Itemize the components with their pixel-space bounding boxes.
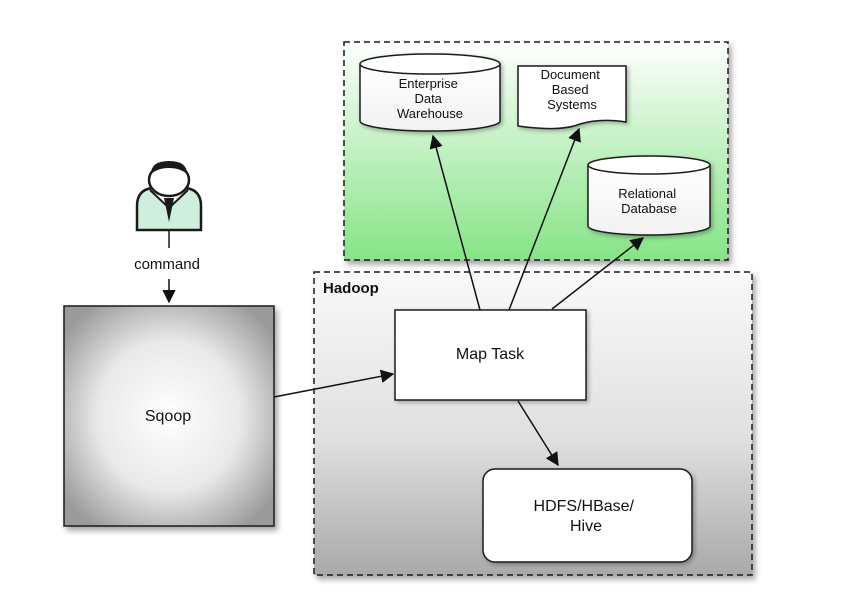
arrow-maptask-to-documents	[508, 127, 581, 311]
arrow-sqoop-to-maptask	[273, 369, 395, 398]
doc-line-1: Document	[541, 67, 601, 82]
hdfs-line-1: HDFS/HBase/	[534, 498, 635, 515]
arrow-maptask-to-rdb	[551, 237, 645, 310]
user-icon	[135, 161, 203, 232]
doc-line-2: Based	[552, 82, 589, 97]
hdfs-line-2: Hive	[570, 518, 602, 535]
rdb-line-1: Relational	[618, 186, 676, 201]
doc-line-3: Systems	[547, 97, 597, 112]
rdb-label: Relational Database	[618, 186, 679, 216]
map-task-box	[394, 309, 587, 401]
document-based-systems-node	[517, 65, 627, 130]
hdfs-label: HDFS/HBase/ Hive	[534, 498, 639, 535]
command-label: command	[134, 256, 200, 273]
enterprise-data-warehouse-node	[359, 53, 501, 132]
edw-line-2: Data	[414, 91, 442, 106]
edw-line-3: Warehouse	[397, 106, 463, 121]
map-task-label: Map Task	[456, 346, 525, 363]
sqoop-label: Sqoop	[145, 408, 191, 425]
arrow-maptask-to-edw	[429, 134, 481, 311]
sqoop-box	[63, 305, 275, 527]
edw-label: Enterprise Data Warehouse	[397, 76, 463, 121]
relational-database-node	[587, 155, 711, 236]
arrow-maptask-to-hdfs	[517, 400, 559, 467]
hadoop-label: Hadoop	[323, 280, 379, 297]
hdfs-hbase-hive-box	[482, 468, 693, 563]
edw-line-1: Enterprise	[399, 76, 458, 91]
rdb-line-2: Database	[621, 201, 677, 216]
doc-label: Document Based Systems	[541, 67, 604, 112]
